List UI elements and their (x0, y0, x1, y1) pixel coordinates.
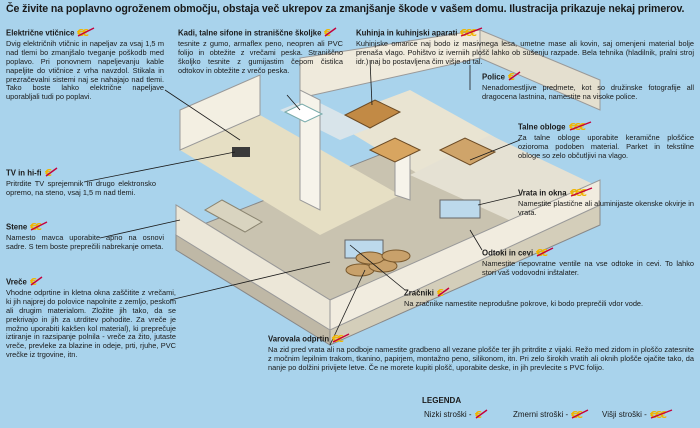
tip-text: Dvig električnih vtičnic in napeljav za … (6, 38, 164, 102)
svg-text:€: € (659, 410, 667, 419)
cost-high-icon: €€€ (649, 409, 673, 421)
legend: LEGENDA (416, 396, 461, 405)
tip-text: Namestite plastične ali aluminijaste oke… (518, 198, 694, 217)
cost-low-icon: € (323, 27, 337, 40)
svg-text:€: € (77, 28, 84, 37)
svg-text:€: € (34, 222, 42, 231)
svg-text:€: € (575, 410, 583, 419)
svg-text:€: € (460, 28, 467, 37)
tip-kadi: Kadi, talne sifone in straniščne školjke… (178, 27, 343, 76)
cost-medium-icon: €€ (570, 409, 589, 421)
cost-medium-icon: €€ (29, 221, 48, 234)
cost-low-icon: € (436, 287, 450, 300)
legend-title: LEGENDA (422, 396, 462, 405)
tip-title: Vrata in okna (518, 188, 567, 198)
svg-text:€: € (650, 410, 657, 419)
tip-text: Kuhinjske omarice naj bodo iz masivnega … (356, 38, 694, 66)
svg-text:€: € (570, 188, 577, 197)
tip-text: Namestite nepovratne ventile na vse odto… (482, 258, 694, 277)
tip-text: Na zid pred vrata ali na podboje namesti… (268, 344, 694, 372)
cost-medium-icon: €€ (535, 247, 554, 260)
svg-text:€: € (536, 248, 543, 257)
tip-title: Talne obloge (518, 122, 566, 132)
tip-title: Police (482, 72, 505, 82)
tip-zracniki: Zračniki€ Na zračnike namestite neproduš… (404, 287, 694, 309)
tip-title: Kadi, talne sifone in straniščne školjke (178, 28, 322, 38)
tip-title: Stene (6, 222, 28, 232)
tip-title: Zračniki (404, 288, 434, 298)
svg-text:€: € (569, 122, 576, 131)
svg-text:€: € (571, 410, 578, 419)
legend-item-high: Višji stroški -€€€ (602, 409, 673, 421)
tip-vrece: Vreče€ Vhodne odprtine in kletna okna za… (6, 276, 176, 360)
kitchen-island (368, 137, 422, 163)
tip-stene: Stene€€ Namesto mavca uporabite apno na … (6, 221, 164, 252)
tip-text: Vhodne odprtine in kletna okna zaščitite… (6, 287, 176, 360)
cost-low-icon: € (44, 167, 58, 180)
cost-high-icon: €€€ (459, 27, 483, 40)
tip-title: Vreče (6, 277, 27, 287)
sandbag (381, 249, 411, 263)
legend-label: Nizki stroški - (424, 410, 472, 420)
tip-title: Odtoki in cevi (482, 248, 534, 258)
leader-lines (83, 59, 521, 346)
svg-text:€: € (475, 410, 482, 419)
legend-item-medium: Zmerni stroški -€€ (513, 409, 589, 421)
cost-high-icon: €€€ (568, 121, 592, 134)
tv-unit (232, 147, 250, 157)
svg-text:€: € (579, 188, 587, 197)
tip-text: Nenadomestljive predmete, kot so družins… (482, 82, 694, 101)
cost-low-icon: € (474, 409, 488, 421)
back-wall-left (179, 74, 261, 151)
cost-high-icon: €€€ (569, 187, 593, 200)
legend-item-low: Nizki stroški -€ (424, 409, 488, 421)
tip-title: Varovala odprtin (268, 334, 330, 344)
tip-elektricne: Električne vtičnice€€ Dvig električnih v… (6, 27, 164, 102)
svg-text:€: € (508, 72, 515, 81)
side-window (439, 199, 481, 219)
cost-medium-icon: €€ (331, 333, 350, 346)
svg-text:€: € (469, 28, 477, 37)
cost-medium-icon: €€ (76, 27, 95, 40)
tip-text: Za talne obloge uporabite keramične ploš… (518, 132, 694, 160)
side-wall (329, 179, 601, 331)
page-title: Če živite na poplavno ogroženem območju,… (6, 3, 685, 15)
svg-text:€: € (336, 334, 344, 343)
tip-talne: Talne obloge€€€ Za talne obloge uporabit… (518, 121, 694, 161)
tip-title: TV in hi-fi (6, 168, 42, 178)
tip-varovala: Varovala odprtin€€ Na zid pred vrata ali… (268, 333, 694, 373)
tip-kuhinja: Kuhinja in kuhinjski aparati€€€ Kuhinjsk… (356, 27, 694, 67)
svg-text:€: € (30, 222, 37, 231)
tip-text: Namesto mavca uporabite apno na osnovi s… (6, 232, 164, 251)
legend-label: Višji stroški - (602, 410, 647, 420)
sofa (203, 199, 264, 233)
tip-title: Kuhinja in kuhinjski aparati (356, 28, 458, 38)
living-room-floor (180, 115, 400, 235)
legend-label: Zmerni stroški - (513, 410, 569, 420)
tip-text: Pritrdite TV sprejemnik in drugo elektro… (6, 178, 156, 197)
kitchen-counter (343, 99, 402, 129)
tip-vrata: Vrata in okna€€€ Namestite plastične ali… (518, 187, 694, 218)
svg-text:€: € (437, 288, 444, 297)
tip-tv: TV in hi-fi€ Pritrdite TV sprejemnik in … (6, 167, 156, 198)
tip-title: Električne vtičnice (6, 28, 75, 38)
svg-text:€: € (30, 277, 37, 286)
cost-low-icon: € (29, 276, 43, 289)
tip-police: Police€ Nenadomestljive predmete, kot so… (482, 71, 694, 102)
tip-text: Na zračnike namestite neprodušne pokrove… (404, 298, 644, 308)
svg-text:€: € (324, 28, 331, 37)
cost-low-icon: € (507, 71, 521, 84)
tip-odtoki: Odtoki in cevi€€ Namestite nepovratne ve… (482, 247, 694, 278)
bathtub (283, 103, 324, 123)
right-wall (479, 29, 601, 111)
svg-text:€: € (45, 168, 52, 177)
tip-text: tesnite z gumo, armaflex peno, neopren a… (178, 38, 343, 75)
svg-text:€: € (540, 248, 548, 257)
svg-text:€: € (578, 122, 586, 131)
svg-text:€: € (332, 334, 339, 343)
svg-text:€: € (81, 28, 89, 37)
dining-table (438, 137, 497, 166)
